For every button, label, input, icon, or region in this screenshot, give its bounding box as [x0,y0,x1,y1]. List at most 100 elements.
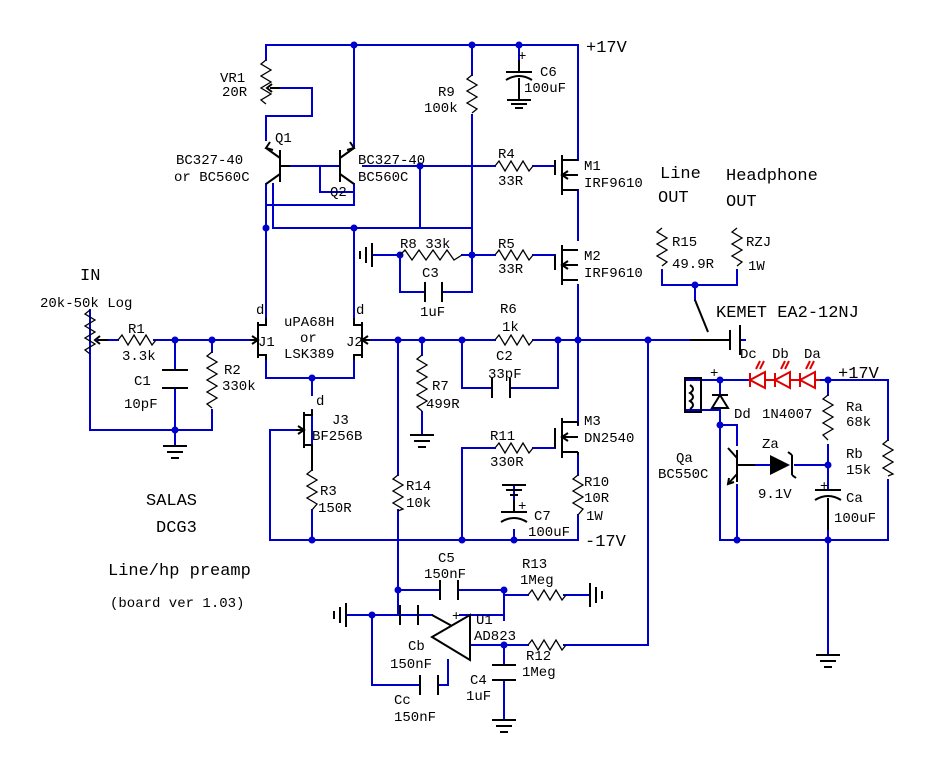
u1-plus: + [452,609,460,625]
label-ca: Ca [846,491,863,507]
label-vr1-value: 20R [222,85,248,101]
q2-transistor [339,141,356,185]
label-r9: R9 [438,85,455,101]
hp-out-1: Headphone [726,167,818,186]
led-da [790,360,820,390]
r4-resistor [494,159,534,173]
junctions [171,41,832,649]
label-c3-value: 1uF [420,305,445,321]
label-q2: Q2 [330,185,347,201]
label-c3: C3 [422,266,439,282]
label-cb-value: 150nF [390,657,432,673]
label-da: Da [804,347,821,363]
title-desc: Line/hp preamp [108,562,251,581]
led-dc [747,360,766,390]
c7-capacitor [500,484,528,523]
label-qa-type: BC550C [658,467,708,483]
label-c2-value: 33pF [488,367,522,383]
dd-diode [710,393,730,409]
input-pot-label: 20k-50k Log [40,296,132,312]
line-out-2: OUT [658,189,689,208]
label-q1: Q1 [275,131,292,147]
label-c1: C1 [134,374,151,390]
r7-ground [410,434,434,448]
label-q2-type2: BC560C [358,170,408,186]
label-m1-type: IRF9610 [584,176,643,192]
label-r6: R6 [500,302,517,318]
label-jfet-type3: LSK389 [284,347,334,363]
ca-capacitor [814,489,842,530]
label-jfet-type1: uPA68H [284,315,334,331]
r15-resistor [655,227,669,267]
label-dc: Dc [740,347,757,363]
label-q1-type: BC327-40 [176,153,243,169]
label-c7-value: 100uF [528,525,570,541]
label-m1: M1 [584,159,601,175]
label-c4: C4 [470,673,487,689]
label-r11-value: 330R [490,455,524,471]
c6-capacitor [505,60,533,109]
r11-resistor [494,441,534,455]
opamp-ground [333,603,347,627]
j3-jfet [296,410,313,470]
rail-pos-label: +17V [586,39,628,58]
r2-resistor [205,351,219,409]
label-r7: R7 [432,379,449,395]
label-cc-value: 150nF [394,710,436,726]
labels: +17V -17V +17V SALAS DCG3 Line/hp preamp… [40,39,880,726]
label-cc: Cc [394,693,411,709]
label-r7-value: 499R [426,397,460,413]
label-rzj: RZJ [746,235,771,251]
rb-resistor [881,439,895,477]
label-r15-value: 49.9R [672,257,715,273]
title-model: DCG3 [156,519,197,538]
r9-resistor [465,74,479,114]
relay-plus: + [710,366,718,382]
label-r14-value: 10k [406,496,431,512]
label-dd-type: 1N4007 [762,407,812,423]
label-c6: C6 [540,65,557,81]
hp-out-2: OUT [726,193,757,212]
label-cb: Cb [408,639,425,655]
wires [89,44,889,721]
j1-jfet [250,318,267,360]
u1-opamp [430,613,471,662]
label-za-value: 9.1V [758,487,792,503]
label-m2-type: IRF9610 [584,266,643,282]
r8-resistor [399,248,463,262]
c2-capacitor [491,378,511,398]
label-r5-value: 33R [498,262,524,278]
za-zener [770,451,797,479]
label-r14: R14 [406,479,431,495]
label-j3: J3 [332,413,349,429]
qa-transistor [726,447,755,486]
r6-resistor [494,333,534,347]
relay-label: KEMET EA2-12NJ [716,304,859,323]
r12-resistor [527,638,567,652]
ra-ground [816,654,840,668]
label-j1: J1 [258,335,275,351]
c7-plus: + [518,499,526,515]
label-r3: R3 [320,484,337,500]
label-j2: J2 [346,335,363,351]
r14-resistor [391,474,405,512]
label-r10-value: 10R [584,491,610,507]
c3-capacitor [424,282,443,302]
label-c6-value: 100uF [524,81,566,97]
label-r4-value: 33R [498,174,524,190]
label-ra: Ra [846,400,863,416]
label-r13: R13 [522,557,547,573]
relay-contact [690,299,741,355]
label-j1-d: d [256,303,264,319]
label-r1: R1 [128,322,145,338]
label-rb: Rb [846,447,863,463]
label-jfet-type2: or [300,331,317,347]
label-c4-value: 1uF [466,689,491,705]
label-r8: R8 33k [400,237,450,253]
c1-capacitor [162,369,188,389]
r1-resistor [117,333,157,347]
label-m3-type: DN2540 [584,431,634,447]
q1-transistor [264,141,290,185]
cc-capacitor [419,675,439,695]
label-r10: R10 [584,475,609,491]
